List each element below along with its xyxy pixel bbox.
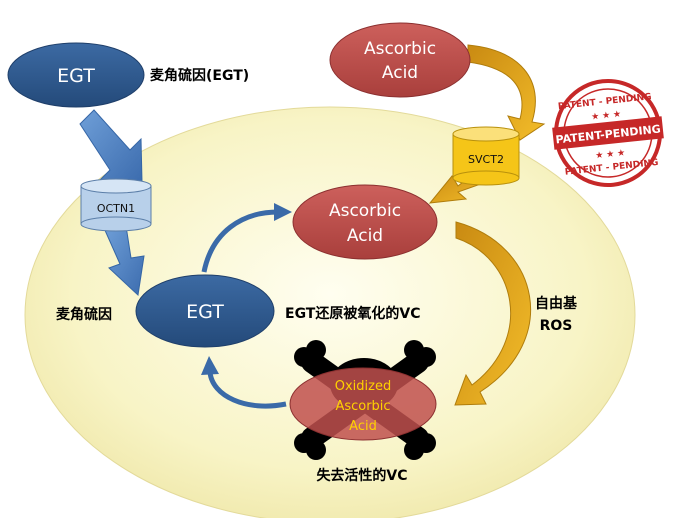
gold-arrow-oxidation-arc: [454, 221, 531, 406]
oxidized-line2: Ascorbic: [335, 399, 390, 414]
oxidized-line3: Acid: [349, 419, 377, 434]
egt-outer-label: EGT: [57, 65, 95, 87]
blue-arrow-transporter-to-egt: [103, 225, 145, 297]
ascorbic-outer-line1: Ascorbic: [364, 39, 436, 59]
stamp-stars-bottom: ★ ★ ★: [595, 148, 626, 161]
octn1-transporter: OCTN1: [80, 178, 152, 232]
egt-cn-top-label: 麦角硫因(EGT): [150, 67, 249, 84]
blue-arrow-egt-to-transporter: [79, 109, 143, 183]
ascorbic-outer-line2: Acid: [382, 63, 418, 83]
egt-outer-node: EGT: [7, 42, 145, 108]
svct2-label: SVCT2: [468, 153, 504, 166]
ascorbic-outer-node: Ascorbic Acid: [329, 22, 471, 98]
oxidized-line1: Oxidized: [335, 379, 391, 394]
patent-pending-stamp: PATENT - PENDING ★ ★ ★ PATENT-PENDING ★ …: [552, 79, 664, 187]
octn1-label: OCTN1: [97, 202, 135, 215]
ros-label: ROS: [540, 318, 573, 334]
free-radical-label: 自由基: [535, 295, 578, 312]
egt-inner-node: EGT: [135, 274, 275, 348]
cell-body: [24, 106, 636, 518]
egt-cn-left-label: 麦角硫因: [56, 306, 112, 323]
blue-arrow-oxidized-to-egt: [201, 356, 287, 409]
svct2-transporter: SVCT2: [452, 126, 520, 186]
gold-arrow-ascorbic-to-transporter: [467, 44, 546, 141]
stamp-stars-top: ★ ★ ★: [591, 110, 622, 123]
ascorbic-inner-line1: Ascorbic: [329, 201, 401, 221]
oxidized-ascorbic-node: Oxidized Ascorbic Acid: [289, 367, 437, 441]
egt-reduces-vc-label: EGT还原被氧化的VC: [285, 305, 420, 322]
egt-inner-label: EGT: [186, 301, 224, 323]
ascorbic-inner-node: Ascorbic Acid: [292, 184, 438, 260]
blue-arrow-egt-to-ascorbic: [201, 203, 292, 273]
ascorbic-inner-line2: Acid: [347, 226, 383, 246]
inactive-vc-label: 失去活性的VC: [316, 467, 407, 484]
